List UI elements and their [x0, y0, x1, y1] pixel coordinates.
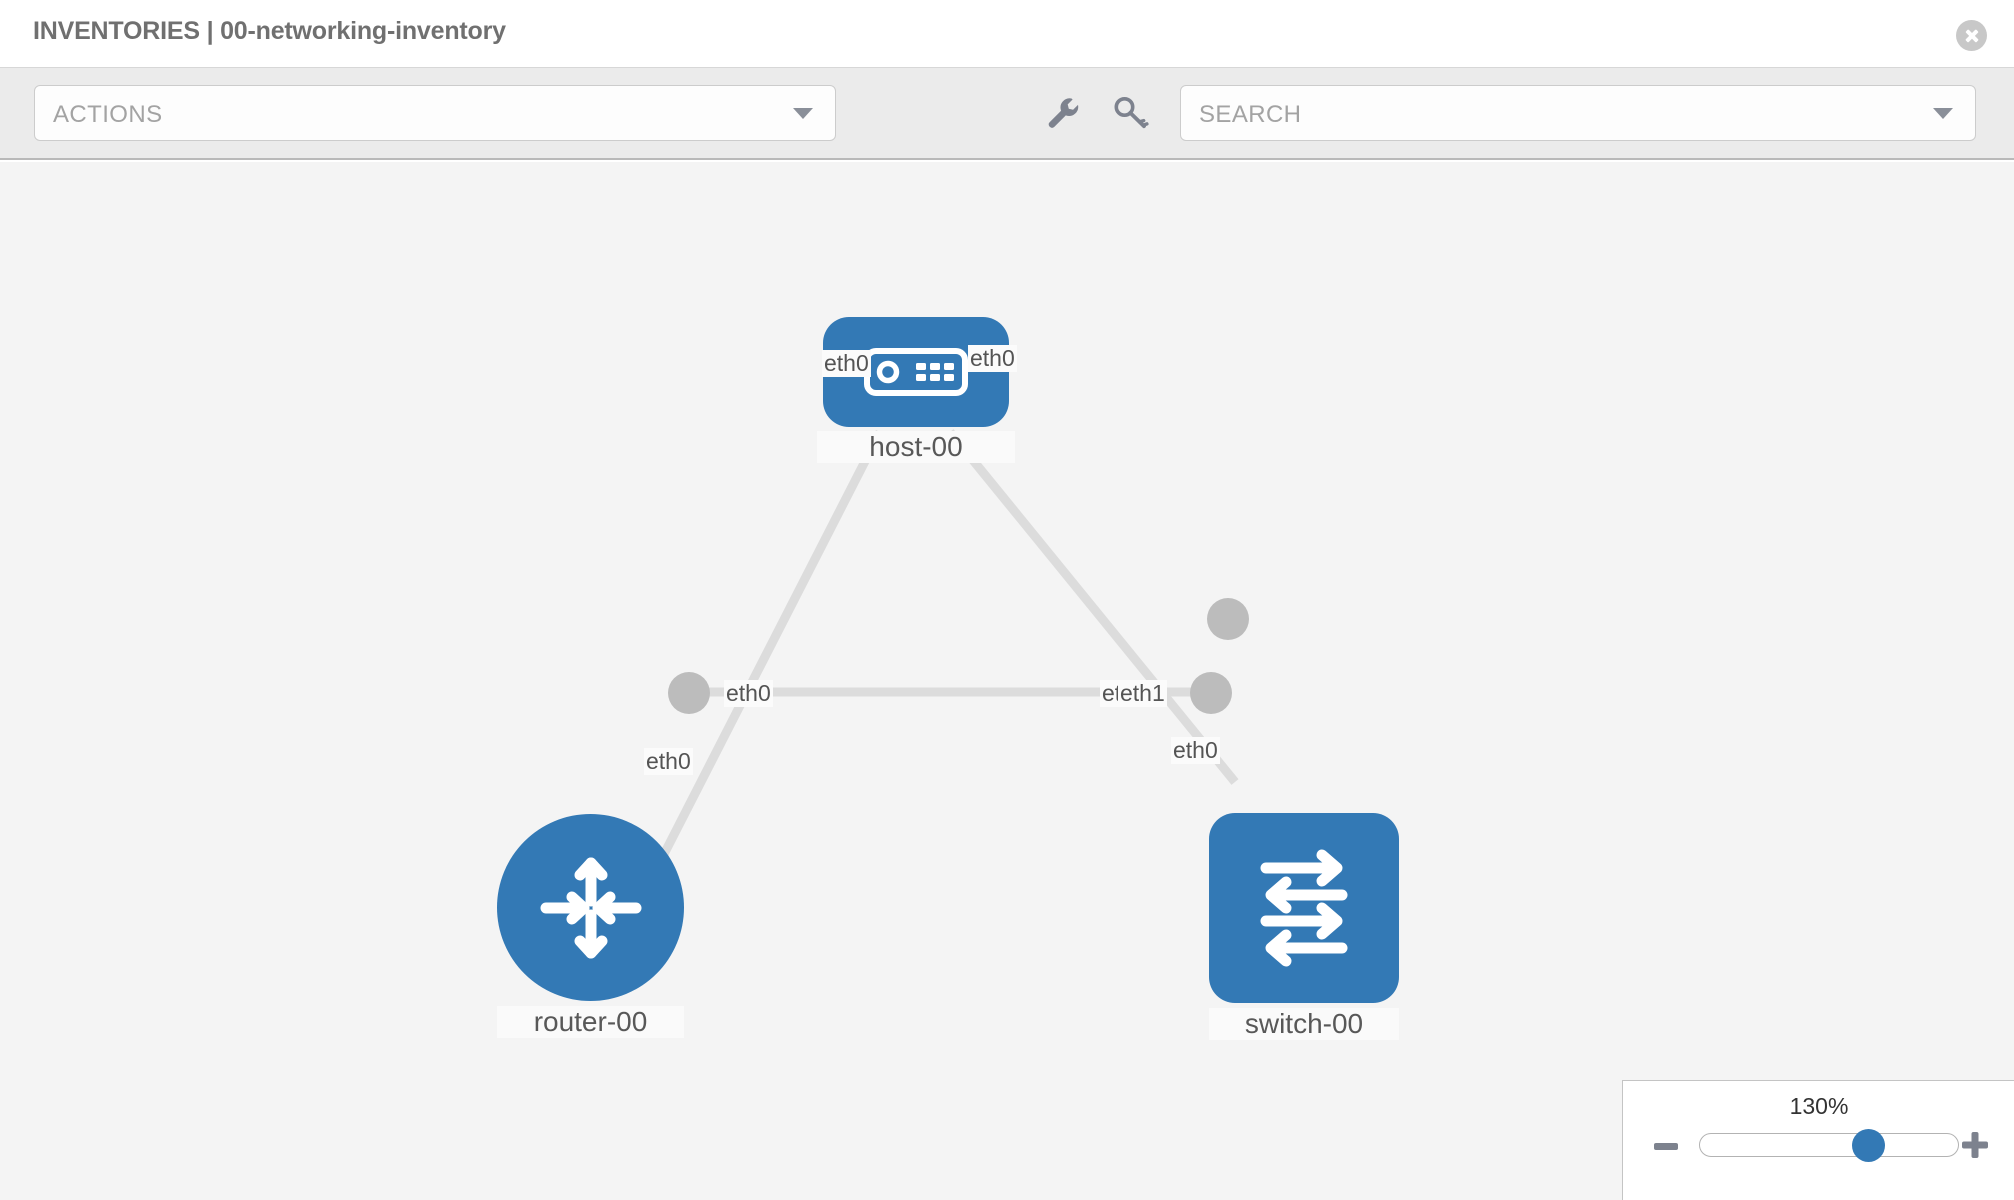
edge-label-switch-eth1: eth1: [1118, 680, 1167, 707]
edge-label-host-right: eth0: [968, 345, 1017, 372]
server-icon: [864, 348, 968, 396]
interface-endpoint[interactable]: [668, 672, 710, 714]
wrench-icon[interactable]: [1042, 92, 1084, 134]
topology-canvas[interactable]: host-00: [0, 162, 2014, 1200]
toolbar: ACTIONS SEARCH: [0, 68, 2014, 160]
zoom-slider-handle[interactable]: [1851, 1129, 1885, 1162]
page-header: INVENTORIES | 00-networking-inventory: [0, 0, 2014, 68]
node-label: switch-00: [1209, 1008, 1399, 1040]
switch-node-shape[interactable]: [1209, 813, 1399, 1003]
page-title: INVENTORIES | 00-networking-inventory: [33, 17, 506, 45]
edge-label-host-left: eth0: [822, 350, 871, 377]
interface-endpoint[interactable]: [1207, 598, 1249, 640]
edge-label-router-eth0: eth0: [724, 680, 773, 707]
chevron-down-icon: [793, 108, 813, 119]
zoom-control-panel: 130%: [1622, 1080, 2014, 1200]
search-placeholder: SEARCH: [1199, 101, 1302, 128]
topology-links: [655, 429, 1239, 865]
close-icon[interactable]: [1956, 20, 1987, 51]
key-icon[interactable]: [1110, 92, 1152, 134]
chevron-down-icon[interactable]: [1933, 108, 1953, 119]
node-label: host-00: [817, 431, 1015, 463]
interface-endpoint[interactable]: [1190, 672, 1232, 714]
router-arrows-icon: [540, 857, 641, 958]
minus-icon[interactable]: [1654, 1143, 1678, 1150]
plus-icon[interactable]: [1960, 1130, 1990, 1160]
edge-label-router-up: eth0: [644, 748, 693, 775]
search-input[interactable]: SEARCH: [1180, 85, 1976, 141]
edge-label-switch-up: eth0: [1171, 737, 1220, 764]
router-node-shape[interactable]: [497, 814, 684, 1001]
switch-arrows-icon: [1260, 849, 1348, 967]
node-label: router-00: [497, 1006, 684, 1038]
zoom-level-value: 130%: [1789, 1093, 1849, 1119]
host-node-shape[interactable]: [823, 317, 1009, 427]
actions-dropdown-label: ACTIONS: [53, 101, 163, 128]
actions-dropdown[interactable]: ACTIONS: [34, 85, 836, 141]
zoom-slider-track[interactable]: [1699, 1129, 1959, 1162]
